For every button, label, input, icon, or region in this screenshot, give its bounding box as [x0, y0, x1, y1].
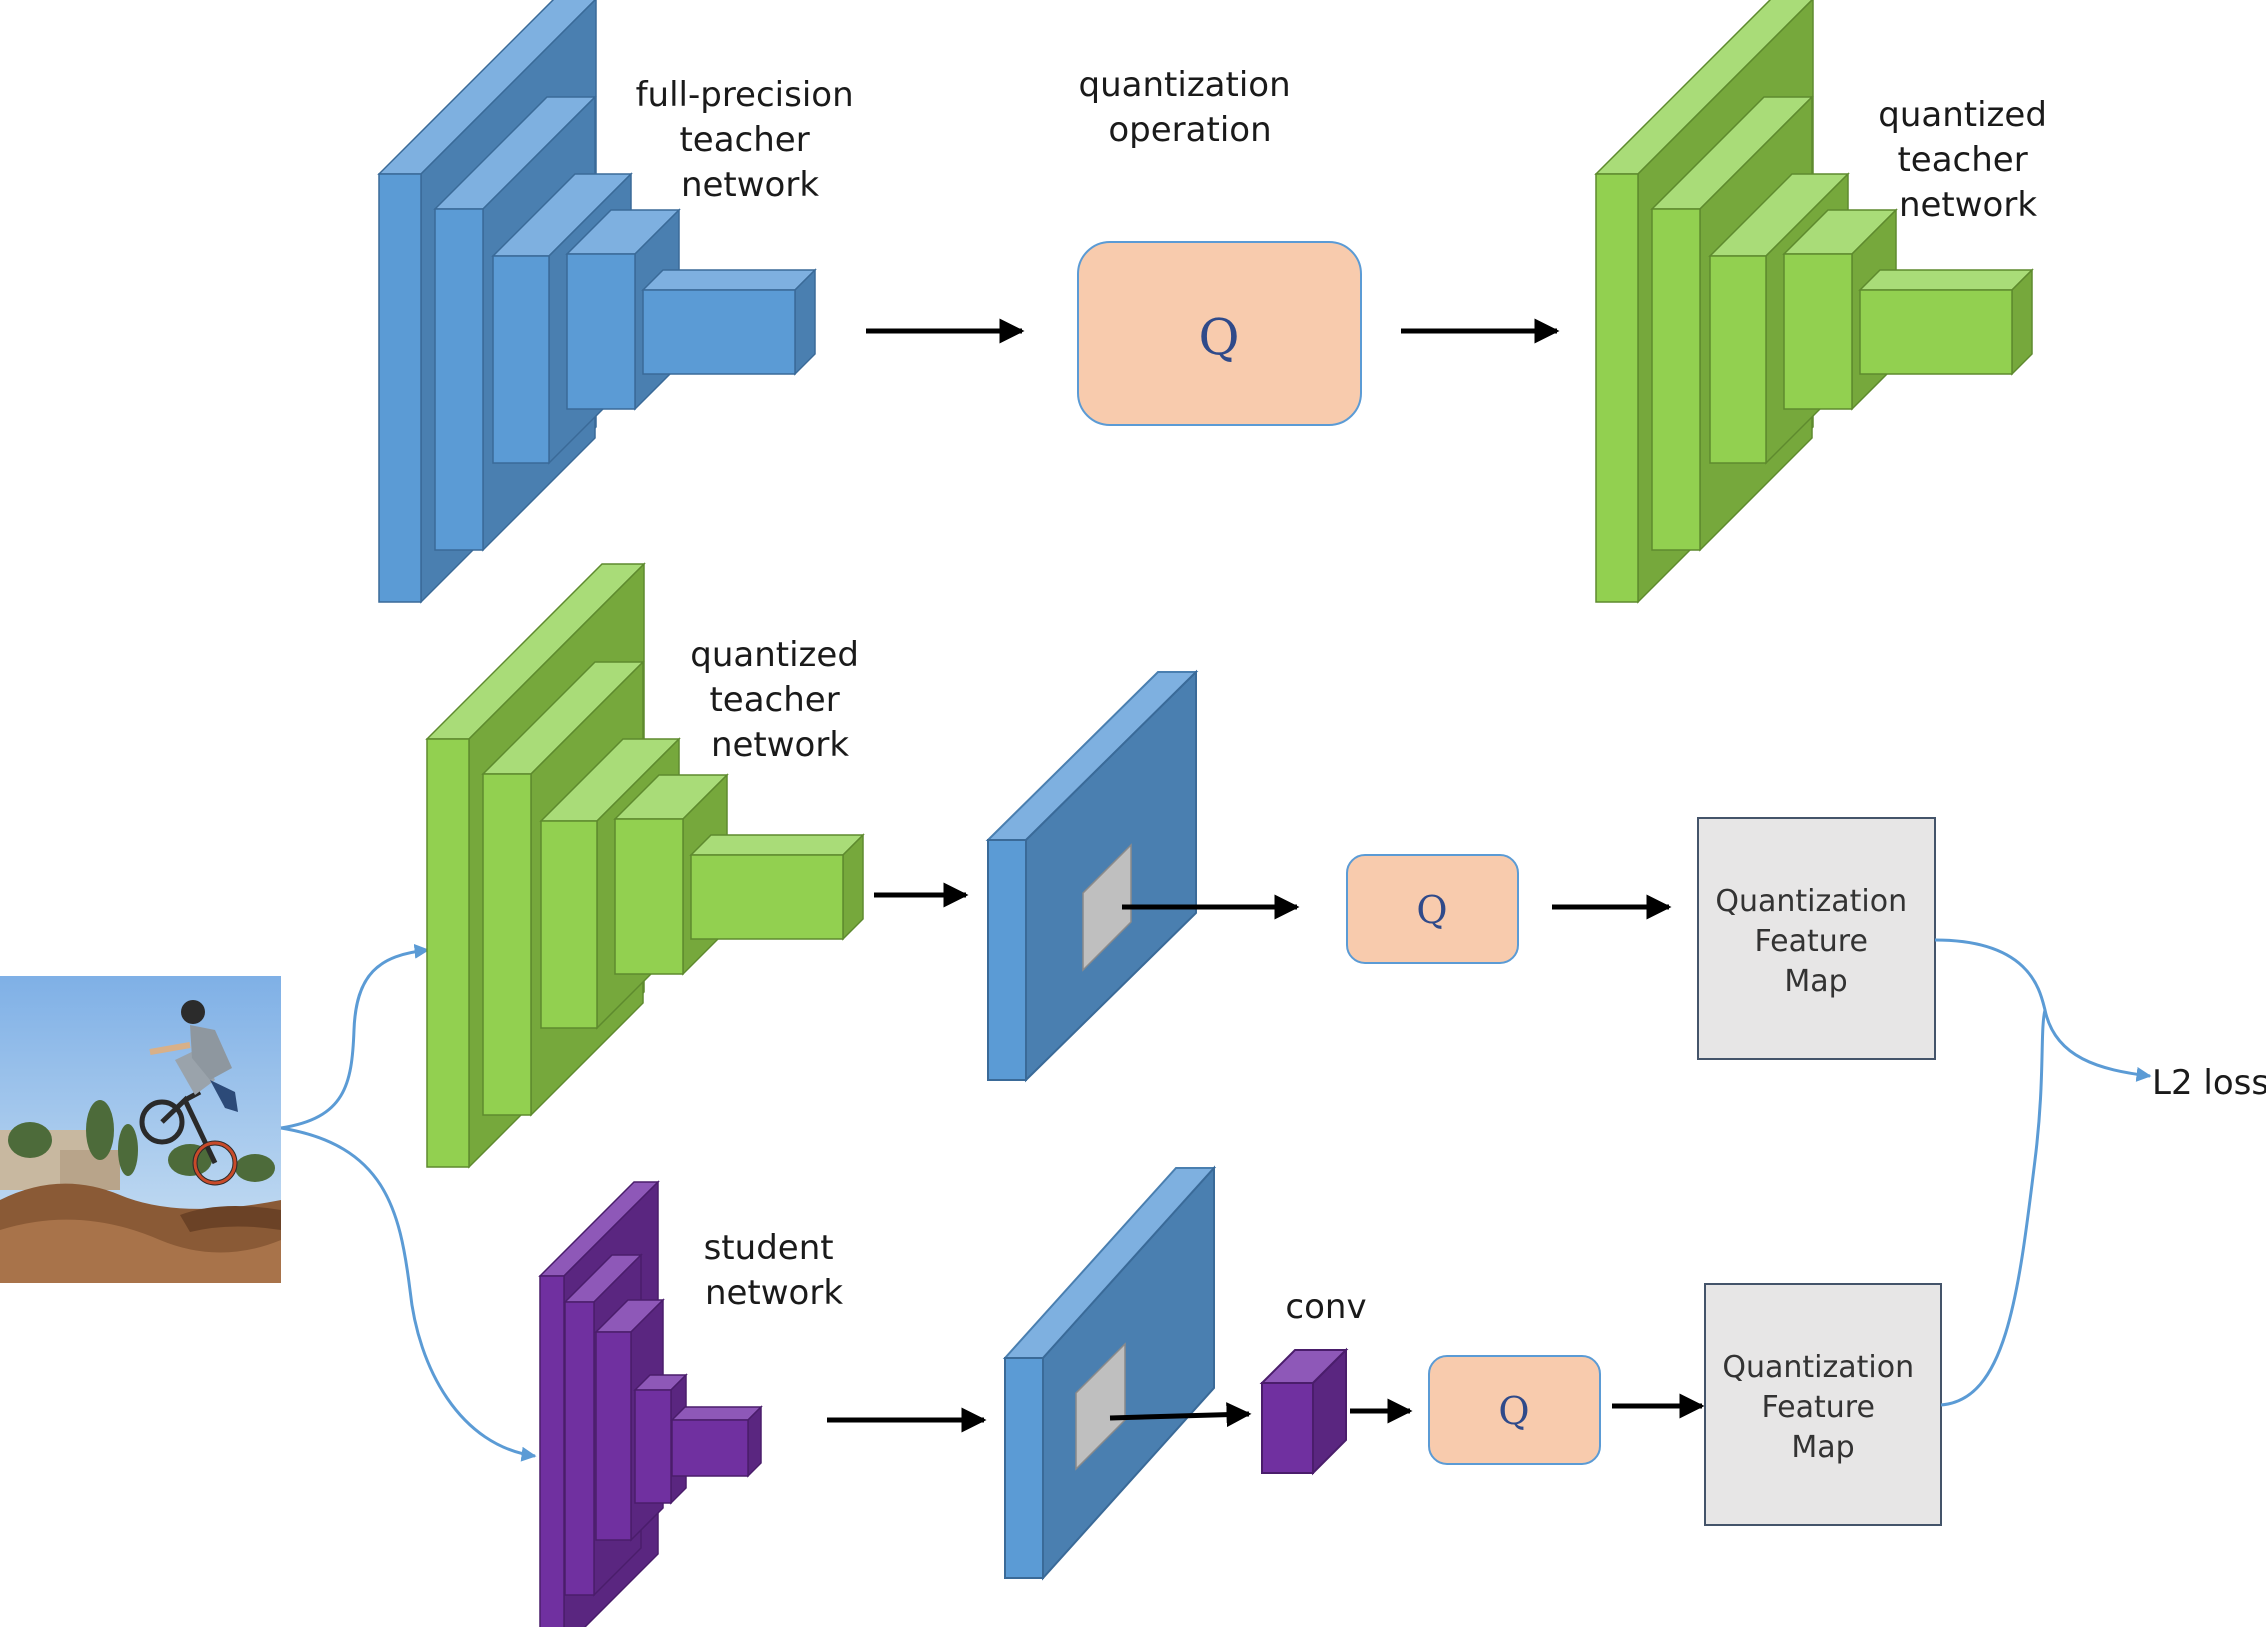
teacher-q-box: Q [1346, 854, 1519, 964]
student-network-label: student network [704, 1228, 845, 1313]
curve-to-quantized-teacher [280, 943, 430, 1130]
layer-front-face [1595, 173, 1639, 603]
layer-front-face [492, 255, 550, 464]
conv-label: conv [1285, 1287, 1366, 1327]
layer-top-face [1858, 269, 2034, 291]
layer-front-face [595, 1331, 632, 1541]
layer-front-face [614, 818, 684, 975]
teacher-feature-map-slab [985, 669, 1199, 1083]
layer-front-face [1709, 255, 1767, 464]
student-feature-map-label: Quantization Feature Map [1722, 1350, 1923, 1465]
layer-front-face [642, 289, 796, 375]
layer-front-face [426, 738, 470, 1168]
l2-loss-label: L2 loss [2152, 1063, 2266, 1103]
input-image [0, 976, 281, 1283]
quantized-teacher-top-label: quantized teacher network [1878, 95, 2057, 225]
layer-front-face [564, 1301, 595, 1596]
layer-top-face [670, 1406, 763, 1421]
student-q-box: Q [1428, 1355, 1601, 1465]
quantized-teacher-mid-label: quantized teacher network [690, 635, 869, 765]
layer-side-face [747, 1405, 762, 1478]
quantized-teacher-network-mid [425, 562, 865, 1169]
conv-block [1259, 1347, 1349, 1476]
full-precision-teacher-network [377, 0, 817, 604]
q-symbol: Q [1416, 888, 1447, 932]
layer-front-face [690, 854, 844, 940]
curve-to-student [280, 1126, 537, 1462]
layer-front-face [434, 208, 484, 551]
quantization-operation-box: Q [1077, 241, 1362, 426]
layer-top-face [641, 269, 817, 291]
layer-front-face [378, 173, 422, 603]
layer-front-face [1859, 289, 2013, 375]
layer-top-face [689, 834, 865, 856]
student-network [538, 1180, 763, 1627]
quantization-operation-label: quantization operation [1079, 65, 1302, 150]
layer-front-face [539, 1275, 565, 1627]
student-feature-map-slab [1002, 1165, 1217, 1581]
layer-front-face [482, 773, 532, 1116]
student-quantization-feature-map: Quantization Feature Map [1704, 1283, 1942, 1526]
teacher-feature-patch [1082, 843, 1132, 972]
layer-front-face [634, 1389, 672, 1504]
layer-front-face [1651, 208, 1701, 551]
arrow-student-patch-to-conv [1109, 1402, 1252, 1428]
q-symbol: Q [1199, 308, 1240, 366]
layer-front-face [1783, 253, 1853, 410]
q-symbol: Q [1498, 1389, 1529, 1433]
teacher-feature-map-label: Quantization Feature Map [1715, 884, 1916, 999]
layer-front-face [540, 820, 598, 1029]
curve-student-to-l2 [1940, 1009, 2047, 1407]
layer-front-face [566, 253, 636, 410]
teacher-quantization-feature-map: Quantization Feature Map [1697, 817, 1936, 1060]
full-precision-teacher-label: full-precision teacher network [636, 75, 865, 205]
quantized-teacher-network-top [1594, 0, 2034, 604]
layer-front-face [671, 1419, 749, 1477]
